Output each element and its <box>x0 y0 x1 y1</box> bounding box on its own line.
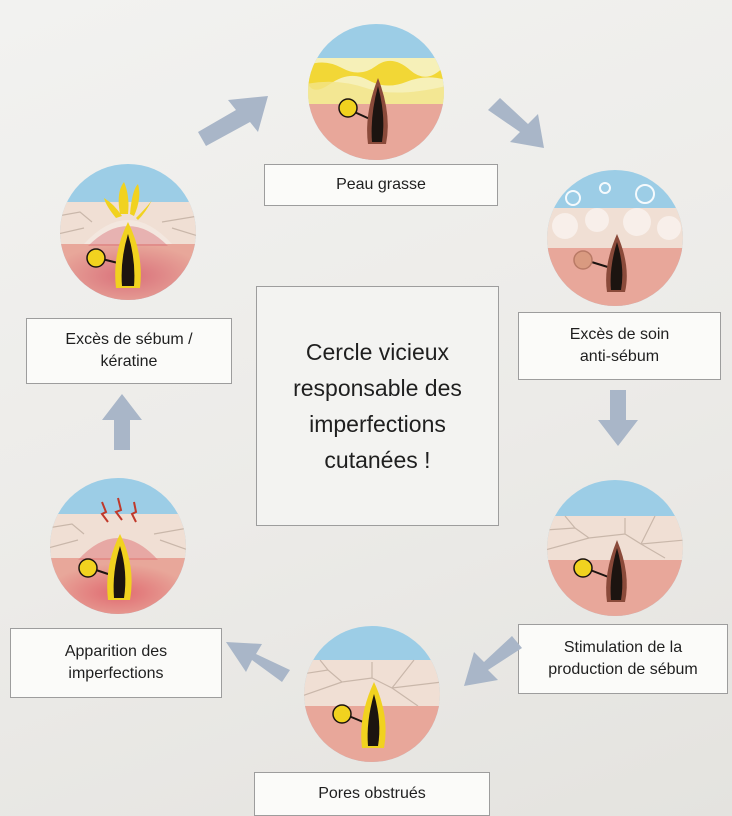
step-label-sebum-keratin: Excès de sébum / kératine <box>26 318 232 384</box>
anti-sebum-care-icon <box>545 168 685 308</box>
arrow-up-right-icon <box>198 96 268 146</box>
step-label-oily-skin: Peau grasse <box>264 164 498 206</box>
clogged-pore-icon <box>302 624 442 764</box>
arrow-down-left-icon <box>464 636 522 686</box>
step-label-imperfections: Apparition des imperfections <box>10 628 222 698</box>
step-label-anti-sebum-care: Excès de soin anti-sébum <box>518 312 721 380</box>
step-label-sebum-production: Stimulation de la production de sébum <box>518 624 728 694</box>
sebum-production-icon <box>545 478 685 618</box>
step-label-clogged-pores: Pores obstrués <box>254 772 490 816</box>
arrow-up-icon <box>102 394 142 450</box>
diagram-center-title: Cercle vicieux responsable des imperfect… <box>256 286 499 526</box>
sebum-keratin-excess-icon <box>58 162 198 302</box>
arrow-right-down-icon <box>488 98 544 148</box>
oily-skin-icon <box>306 22 446 162</box>
inflamed-pimple-icon <box>48 476 188 616</box>
arrow-left-icon <box>226 642 290 682</box>
arrow-down-icon <box>598 390 638 446</box>
